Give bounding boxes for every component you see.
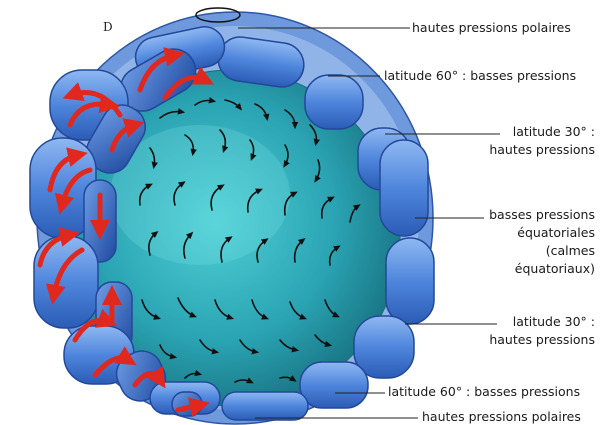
label-equator-1: basses pressions [489,207,595,223]
label-polar-high-south: hautes pressions polaires [422,409,581,425]
label-polar-high-north: hautes pressions polaires [412,20,571,36]
label-lat30-south-2: hautes pressions [489,332,595,348]
panel-letter: D [103,20,113,34]
label-lat60-north: latitude 60° : basses pressions [384,68,576,84]
label-lat30-south-1: latitude 30° : [513,314,595,330]
label-lat30-north-2: hautes pressions [489,142,595,158]
label-equator-4: équatoriaux) [515,261,595,277]
label-lat30-north-1: latitude 30° : [513,124,595,140]
label-equator-3: (calmes [546,243,595,259]
label-lat60-south: latitude 60° : basses pressions [388,384,580,400]
label-equator-2: équatoriales [517,225,595,241]
